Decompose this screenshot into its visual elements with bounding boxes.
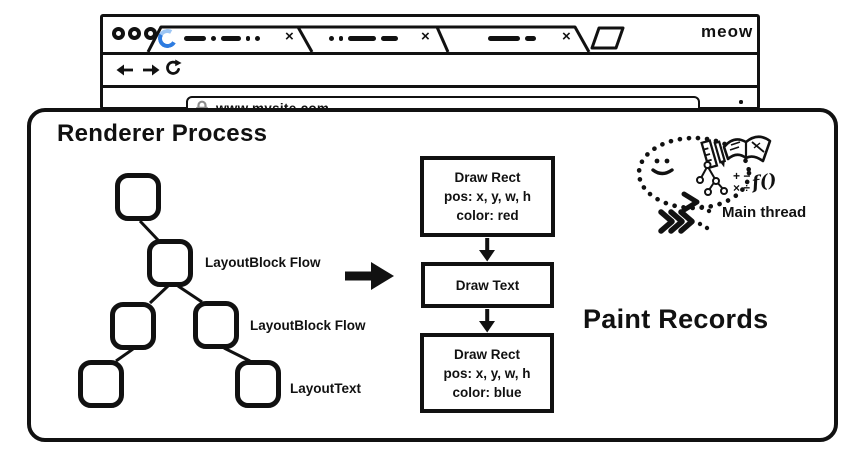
reload-button[interactable] — [163, 59, 183, 77]
tree-connectors — [115, 219, 251, 363]
paint-records-heading: Paint Records — [583, 304, 769, 334]
diagram-title: Renderer Process — [57, 120, 268, 147]
tree-node-label: LayoutText — [290, 381, 362, 396]
paint-record-box: Draw Text — [421, 262, 554, 308]
new-tab-button[interactable] — [590, 26, 625, 50]
down-arrow-icon — [479, 309, 495, 333]
close-icon[interactable]: × — [285, 28, 294, 45]
layout-tree-node — [193, 301, 239, 349]
main-thread-doodle: + − × ÷ f() — [636, 135, 778, 234]
traffic-light-icon[interactable] — [128, 27, 141, 40]
traffic-light-icon[interactable] — [144, 27, 157, 40]
tab-bar: × × × meow — [103, 17, 757, 55]
function-icon: f() — [749, 170, 778, 195]
layout-tree-node — [115, 173, 161, 221]
tree-node-label: LayoutBlock Flow — [250, 318, 366, 333]
pencil-icon — [713, 140, 727, 168]
tab-3[interactable]: × — [448, 27, 587, 52]
spinner-icon — [155, 26, 180, 51]
svg-text:f(): f() — [749, 170, 778, 195]
book-icon — [722, 135, 772, 163]
smiley-face-icon — [651, 158, 674, 176]
main-thread-label: Main thread — [722, 204, 807, 221]
layout-tree-node — [78, 360, 124, 408]
chevron-arrows-icon — [658, 191, 712, 234]
math-symbols-icon: + − × ÷ — [733, 169, 750, 195]
svg-text:+ −: + − — [733, 169, 750, 183]
back-button[interactable] — [116, 61, 136, 79]
ruler-icon — [700, 139, 719, 170]
svg-text:× ÷: × ÷ — [733, 181, 750, 195]
tab-title-placeholder — [184, 36, 260, 41]
down-arrow-icon — [479, 238, 495, 262]
tab-title-placeholder — [329, 36, 398, 41]
paint-record-box: Draw Rect pos: x, y, w, h color: red — [420, 156, 555, 237]
layout-tree-node — [110, 302, 156, 350]
paint-record-box: Draw Rect pos: x, y, w, h color: blue — [420, 333, 554, 413]
transform-arrow-icon — [345, 262, 394, 290]
tree-node-label: LayoutBlock Flow — [205, 255, 321, 270]
close-icon[interactable]: × — [421, 28, 430, 45]
layout-tree-node — [235, 360, 281, 408]
tab-outlines — [146, 25, 625, 53]
close-icon[interactable]: × — [562, 28, 571, 45]
tab-title-placeholder — [488, 36, 536, 41]
traffic-light-icon[interactable] — [112, 27, 125, 40]
tab-1[interactable]: × — [148, 26, 312, 52]
renderer-process-box: Renderer Process LayoutBlock Flow Layout… — [27, 108, 838, 442]
browser-window: × × × meow — [100, 14, 760, 120]
layout-tree-node — [147, 239, 193, 287]
window-controls — [112, 27, 157, 40]
tab-2[interactable]: × — [312, 27, 448, 52]
dom-tree-icon — [696, 161, 728, 196]
dotted-circle — [636, 135, 752, 211]
forward-button[interactable] — [140, 61, 160, 79]
address-bar-row: www.mysite.com — [103, 55, 757, 120]
browser-brand-label: meow — [701, 22, 754, 41]
